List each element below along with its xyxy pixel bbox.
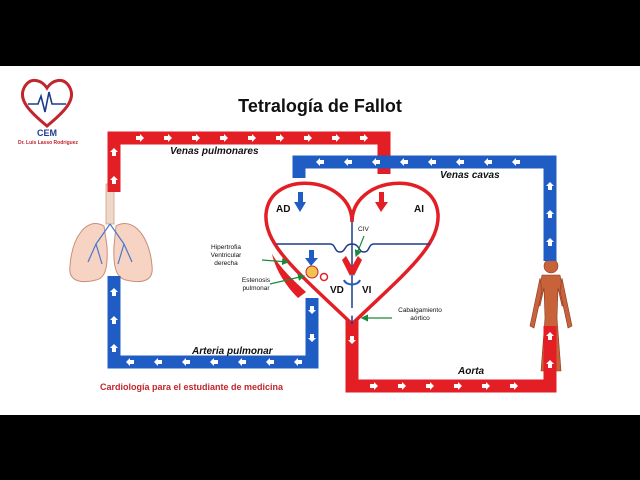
annotation-cabalgamiento: Cabalgamiento aórtico	[390, 307, 450, 323]
annotation-estenosis-line1: Estenosis	[234, 277, 278, 285]
chamber-ai: AI	[414, 204, 424, 215]
label-venas-pulmonares: Venas pulmonares	[170, 146, 259, 157]
page-title: Tetralogía de Fallot	[0, 96, 640, 117]
footer-caption: Cardiología para el estudiante de medici…	[100, 382, 283, 392]
annotation-hipertrofia-line1: Hipertrofia	[196, 244, 256, 252]
annotation-estenosis: Estenosis pulmonar	[234, 277, 278, 293]
heart-outline	[266, 183, 438, 324]
diagram-canvas: CEM Dr. Luis Lasso Rodriguez Tetralogía …	[0, 66, 640, 415]
chamber-vi: VI	[362, 285, 371, 296]
annotation-hipertrofia: Hipertrofia Ventricular derecha	[196, 244, 256, 268]
logo-name: CEM	[37, 128, 57, 138]
annotation-hipertrofia-line3: derecha	[196, 260, 256, 268]
label-venas-cavas: Venas cavas	[440, 170, 500, 181]
annotation-hipertrofia-line2: Ventricular	[196, 252, 256, 260]
label-aorta: Aorta	[458, 366, 484, 377]
label-arteria-pulmonar: Arteria pulmonar	[192, 346, 273, 357]
annotation-cabalgamiento-line2: aórtico	[390, 315, 450, 323]
chamber-ad: AD	[276, 204, 290, 215]
annotation-cabalgamiento-line1: Cabalgamiento	[390, 307, 450, 315]
annotation-estenosis-line2: pulmonar	[234, 285, 278, 293]
chamber-vd: VD	[330, 285, 344, 296]
annotation-civ: CIV	[358, 226, 369, 234]
lungs-icon	[70, 184, 152, 282]
logo-author: Dr. Luis Lasso Rodriguez	[13, 140, 83, 146]
circulation-diagram	[0, 66, 640, 415]
